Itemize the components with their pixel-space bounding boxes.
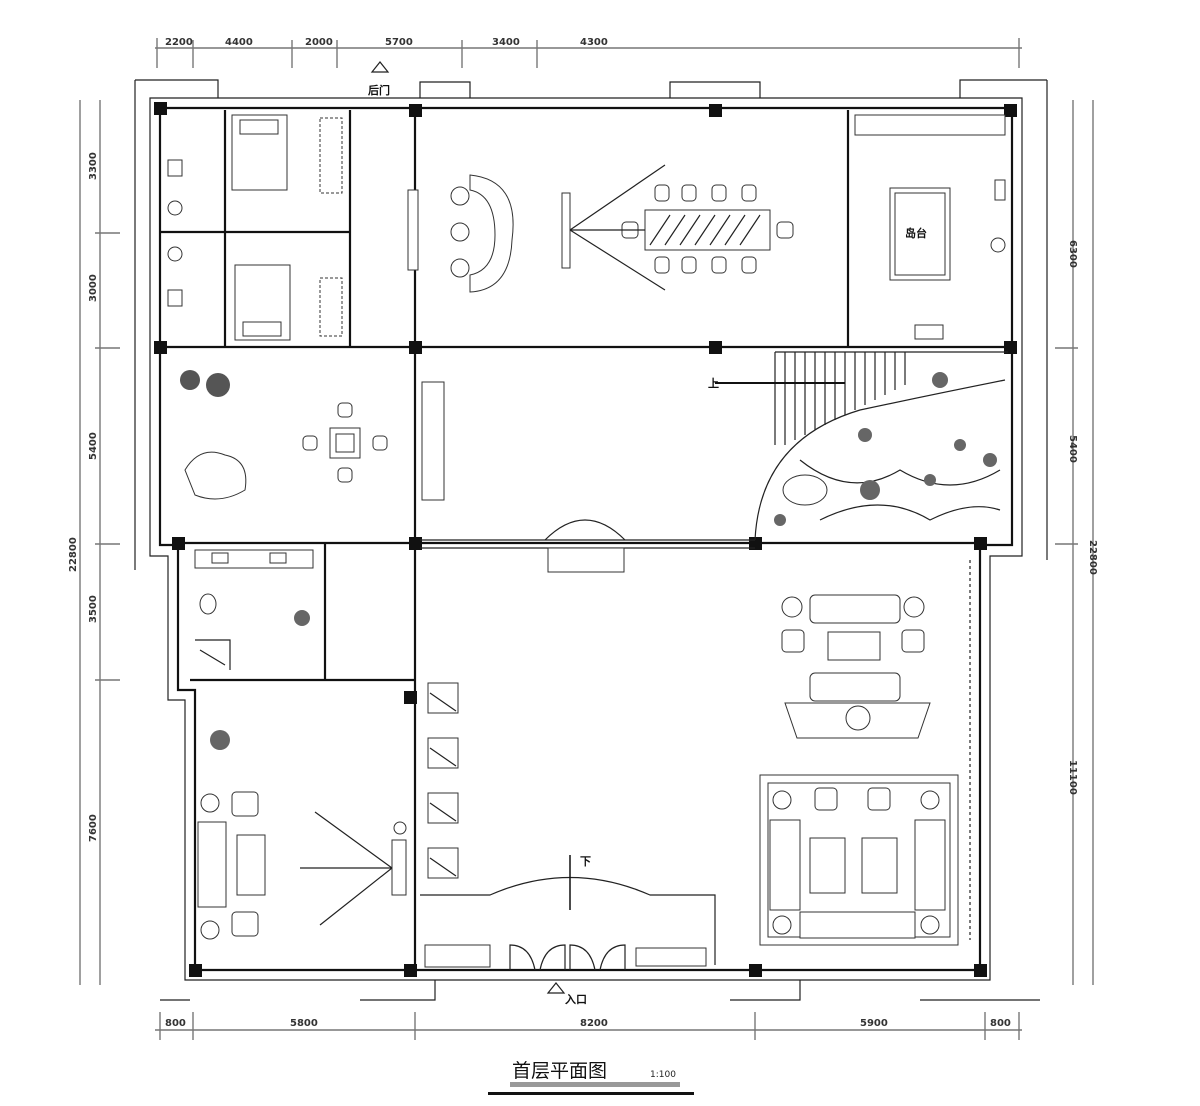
dim-right-2: 5400 <box>1067 435 1078 463</box>
dim-bottom-3: 8200 <box>580 1018 608 1029</box>
drawing-scale: 1:100 <box>650 1070 676 1080</box>
dim-left-total: 22800 <box>68 537 79 572</box>
dim-top-4: 5700 <box>385 37 413 48</box>
living-room <box>759 560 971 946</box>
staircase: 上 <box>708 351 1008 445</box>
stair-down-label: 下 <box>580 855 591 868</box>
dim-right-total: 22800 <box>1087 540 1098 575</box>
dim-bottom-4: 5900 <box>860 1018 888 1029</box>
dim-top-6: 4300 <box>580 37 608 48</box>
bathroom <box>194 549 314 670</box>
tea-room <box>180 370 445 501</box>
dim-left-5: 7600 <box>88 814 99 842</box>
dim-bottom-1: 800 <box>165 1018 186 1029</box>
dining-room: 后门 <box>368 61 794 293</box>
title-underline-shade <box>510 1082 680 1087</box>
dim-top-5: 3400 <box>492 37 520 48</box>
dim-left-2: 3000 <box>88 274 99 302</box>
dim-top-2: 4400 <box>225 37 253 48</box>
dim-top-1: 2200 <box>165 37 193 48</box>
dim-left-4: 3500 <box>88 595 99 623</box>
bedrooms <box>167 114 343 341</box>
indoor-garden <box>754 372 1006 541</box>
kitchen: 岛台 <box>854 114 1006 340</box>
dim-left-1: 3300 <box>88 152 99 180</box>
foyer: 下 入口 <box>420 519 755 1006</box>
lounge-room <box>197 730 407 940</box>
dimension-top: 2200 4400 2000 5700 3400 4300 <box>155 37 1022 68</box>
drawing-title: 首层平面图 <box>512 1060 608 1082</box>
dim-left-3: 5400 <box>88 432 99 460</box>
stair-up-label: 上 <box>708 376 719 390</box>
dimension-left: 3300 3000 5400 3500 7600 22800 <box>68 100 120 985</box>
dim-top-3: 2000 <box>305 37 333 48</box>
dim-bottom-2: 5800 <box>290 1018 318 1029</box>
dimension-bottom: 800 5800 8200 5900 800 <box>155 1012 1022 1040</box>
main-entrance-label: 入口 <box>565 993 587 1006</box>
kitchen-island-label: 岛台 <box>905 226 927 240</box>
title-underline <box>488 1092 694 1095</box>
dim-right-1: 6300 <box>1067 240 1078 268</box>
structural-columns <box>154 102 1017 977</box>
dim-right-3: 11100 <box>1067 760 1078 795</box>
dimension-right: 6300 5400 11100 22800 <box>1055 100 1098 985</box>
back-door-label: 后门 <box>368 83 390 97</box>
dim-bottom-5: 800 <box>990 1018 1011 1029</box>
